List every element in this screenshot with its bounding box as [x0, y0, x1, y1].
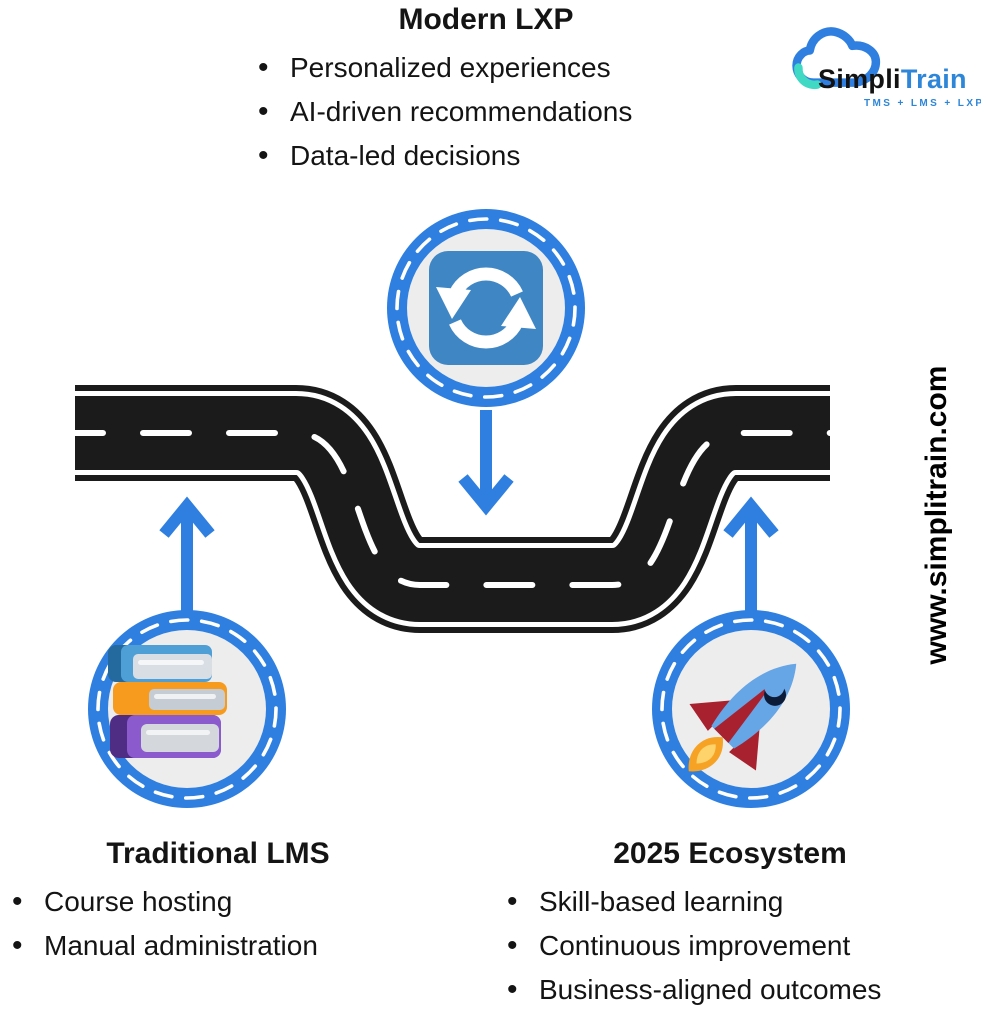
roundabout-right	[652, 610, 850, 808]
bullet-item: Personalized experiences	[246, 46, 726, 90]
bullet-item: Continuous improvement	[495, 924, 965, 968]
logo-tagline: TMS + LMS + LXP	[864, 98, 981, 109]
roundabout-left	[88, 610, 286, 808]
bullet-item: AI-driven recommendations	[246, 90, 726, 134]
traditional-lms-list: Course hosting Manual administration	[0, 880, 436, 968]
sync-icon	[429, 251, 543, 365]
road-center-dashes	[72, 430, 833, 588]
modern-lxp-title: Modern LXP	[398, 3, 574, 36]
modern-lxp-list: Personalized experiences AI-driven recom…	[246, 46, 726, 178]
bullet-item: Skill-based learning	[495, 880, 965, 924]
brand-train: Train	[900, 64, 967, 94]
bullet-item: Business-aligned outcomes	[495, 968, 965, 1012]
bullet-item: Data-led decisions	[246, 134, 726, 178]
rocket-icon	[688, 663, 797, 772]
website-watermark: www.simplitrain.com	[920, 365, 953, 665]
winding-road	[72, 385, 833, 633]
traditional-lms-title: Traditional LMS	[106, 837, 330, 870]
up-arrow-left	[159, 496, 215, 612]
ecosystem-2025-title: 2025 Ecosystem	[613, 837, 847, 870]
traditional-lms-section: Traditional LMS Course hosting Manual ad…	[0, 836, 436, 968]
up-arrow-right	[723, 496, 779, 612]
simplitrain-logo: SimpliTrain TMS + LMS + LXP	[788, 18, 981, 116]
ecosystem-2025-list: Skill-based learning Continuous improvem…	[495, 880, 965, 1012]
ecosystem-2025-section: 2025 Ecosystem Skill-based learning Cont…	[495, 836, 965, 1012]
brand-simpli: Simpli	[818, 64, 901, 94]
modern-lxp-section: Modern LXP Personalized experiences AI-d…	[246, 2, 726, 178]
roundabout-top	[387, 209, 585, 407]
books-icon	[108, 645, 227, 758]
cloud-logo-icon	[792, 27, 881, 90]
bullet-item: Course hosting	[0, 880, 436, 924]
down-arrow	[458, 410, 514, 516]
brand-name: SimpliTrain	[818, 64, 967, 95]
bullet-item: Manual administration	[0, 924, 436, 968]
